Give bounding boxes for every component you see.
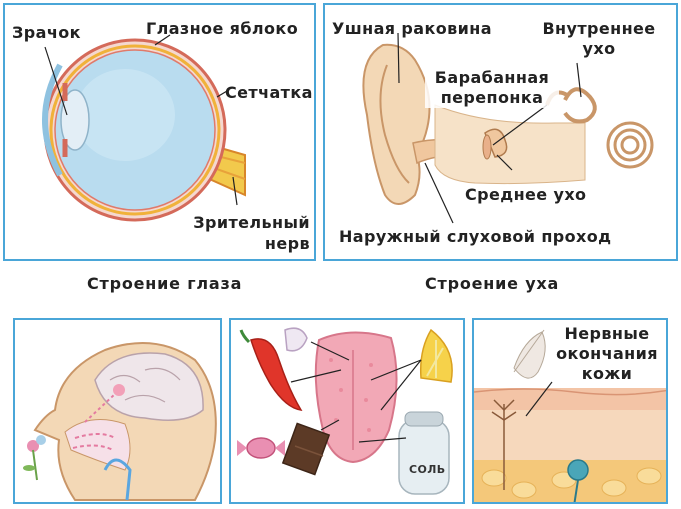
auricle-shape bbox=[362, 43, 431, 205]
taste-panel: СОЛЬ bbox=[229, 318, 465, 504]
salt-label: СОЛЬ bbox=[409, 463, 446, 476]
label-optic-nerve: Зрительный нерв bbox=[193, 213, 310, 253]
inner-ear-shape bbox=[563, 87, 597, 124]
label-ear-canal: Наружный слуховой проход bbox=[339, 227, 612, 246]
tongue-illustration bbox=[237, 327, 453, 495]
retina-shape bbox=[49, 44, 221, 216]
epidermis-shape bbox=[474, 388, 666, 410]
head-profile-illustration bbox=[23, 341, 217, 501]
lens-shape bbox=[60, 89, 90, 151]
label-pupil: Зрачок bbox=[12, 23, 81, 42]
label-middle-ear: Среднее ухо bbox=[465, 185, 587, 204]
eardrum-shape bbox=[482, 134, 492, 160]
receptor-shape bbox=[567, 459, 589, 481]
garlic-icon bbox=[284, 327, 308, 352]
nerve-endings-shape bbox=[491, 399, 517, 490]
label-nerve-endings: Нервные окончания кожи bbox=[556, 324, 658, 383]
brain-shape bbox=[94, 352, 204, 421]
label-eardrum: Барабанная перепонка bbox=[425, 68, 559, 108]
eye-illustration bbox=[42, 34, 246, 222]
candy-icon bbox=[237, 437, 285, 459]
dermis-shape bbox=[474, 410, 666, 460]
cochlea-shape bbox=[606, 121, 654, 169]
ear-caption: Строение уха bbox=[425, 274, 560, 293]
salt-shaker-icon bbox=[398, 411, 450, 495]
skin-illustration bbox=[474, 329, 666, 502]
ear-structure-panel: Ушная раковина Внутреннее ухо Барабанная… bbox=[323, 3, 678, 261]
chocolate-icon bbox=[281, 422, 331, 476]
label-eyeball: Глазное яблоко bbox=[146, 19, 299, 38]
touch-panel: Нервные окончания кожи bbox=[472, 318, 668, 504]
tongue-shape bbox=[314, 331, 398, 464]
label-inner-ear: Внутреннее ухо bbox=[542, 19, 656, 58]
feather-icon bbox=[513, 331, 546, 379]
label-retina: Сетчатка bbox=[225, 83, 313, 102]
flower-icon bbox=[23, 435, 46, 481]
label-auricle: Ушная раковина bbox=[332, 19, 492, 38]
eye-caption: Строение глаза bbox=[87, 274, 243, 293]
chili-pepper-icon bbox=[250, 338, 303, 411]
smell-panel bbox=[13, 318, 222, 504]
eye-structure-panel: Зрачок Глазное яблоко Сетчатка Зрительны… bbox=[3, 3, 316, 261]
olfactory-center-shape bbox=[113, 384, 125, 396]
